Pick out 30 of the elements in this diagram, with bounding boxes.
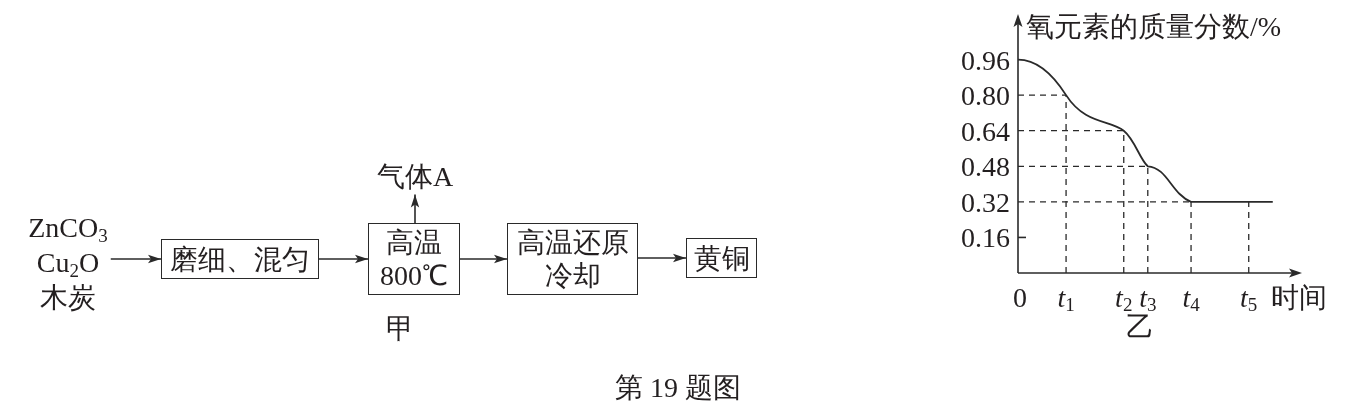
- arrow: [109, 254, 162, 264]
- axis-title: 时间: [1271, 281, 1327, 313]
- gas-label: 气体A: [376, 160, 454, 192]
- axis-title: 氧元素的质量分数/%: [1026, 10, 1282, 42]
- figure-caption: 第 19 题图: [615, 371, 741, 403]
- tick-label: t$_{5}$: [1240, 281, 1258, 313]
- tick-label: 0.16: [961, 221, 1010, 253]
- tick-label: 0.64: [961, 115, 1010, 147]
- process-box: 高温还原冷却: [507, 223, 638, 295]
- tick-label: 0.96: [961, 44, 1010, 76]
- tick-label: 0.80: [961, 79, 1010, 111]
- panel-label: 甲: [386, 312, 414, 344]
- tick-label: 0.48: [961, 150, 1010, 182]
- arrow: [318, 254, 369, 264]
- reactant-label: Cu$_{2}$O: [36, 246, 100, 280]
- arrow: [637, 253, 687, 263]
- process-box: 磨细、混匀: [161, 239, 319, 279]
- tick-label: 0: [1013, 281, 1027, 313]
- arrow: [459, 254, 508, 264]
- arrow: [410, 193, 420, 224]
- process-box: 高温 800℃: [368, 223, 460, 295]
- tick-label: t$_{3}$: [1139, 281, 1157, 313]
- tick-label: 0.32: [961, 186, 1010, 218]
- tick-label: t$_{2}$: [1115, 281, 1133, 313]
- panel-label: 乙: [1126, 310, 1154, 342]
- product-box: 黄铜: [686, 238, 757, 278]
- reactant-label: 木炭: [40, 281, 96, 315]
- tick-label: t$_{1}$: [1057, 281, 1075, 313]
- reactant-label: ZnCO$_{3}$: [28, 211, 108, 245]
- tick-label: t$_{4}$: [1182, 281, 1200, 313]
